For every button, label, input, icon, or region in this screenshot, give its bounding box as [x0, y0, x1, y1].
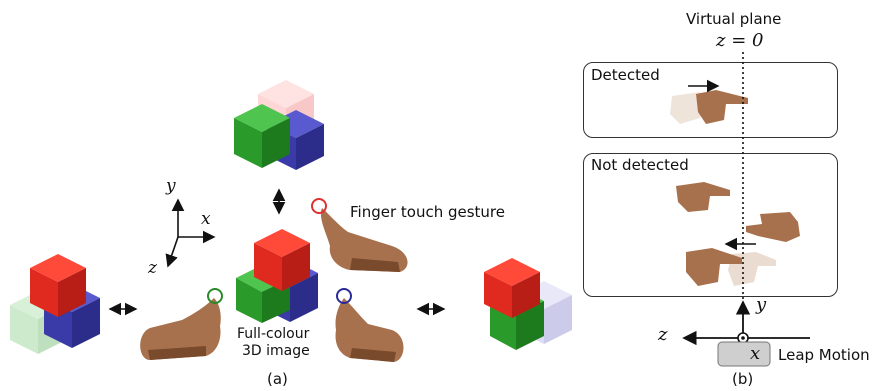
not-detected-label: Not detected: [591, 156, 689, 174]
touch-ring-icon: [207, 288, 223, 304]
leap-axis-z-label: z: [658, 324, 668, 345]
axis-y-label: y: [166, 176, 176, 196]
axis-z-label: z: [148, 258, 157, 278]
hand-icon: [140, 298, 221, 360]
image-label-line2: 3D image: [242, 343, 310, 359]
axis-x-label: x: [201, 209, 211, 229]
axis-triad-icon: [165, 198, 216, 268]
touch-ring-icon: [311, 198, 327, 214]
gesture-label: Finger touch gesture: [350, 203, 506, 221]
hand-icon: [320, 208, 408, 272]
touch-ring-icon: [336, 288, 352, 304]
plane-equation: z = 0: [716, 30, 764, 51]
caption-b: (b): [732, 370, 754, 388]
cube-cluster-top: [234, 80, 324, 170]
cube-cluster-right: [484, 258, 572, 350]
hand-icon: [335, 298, 404, 362]
detected-label: Detected: [591, 66, 660, 84]
leap-motion-device-icon: [717, 341, 771, 367]
leap-motion-label: Leap Motion: [778, 346, 870, 364]
leap-axis-x-label: x: [750, 343, 761, 364]
image-label-line1: Full-colour: [237, 326, 310, 342]
caption-a: (a): [267, 370, 288, 388]
cube-cluster-left: [10, 254, 100, 354]
cube-cluster-center: [236, 229, 318, 323]
not-detected-box: [583, 153, 838, 297]
plane-title: Virtual plane: [686, 10, 782, 28]
leap-axis-y-label: y: [756, 294, 767, 315]
